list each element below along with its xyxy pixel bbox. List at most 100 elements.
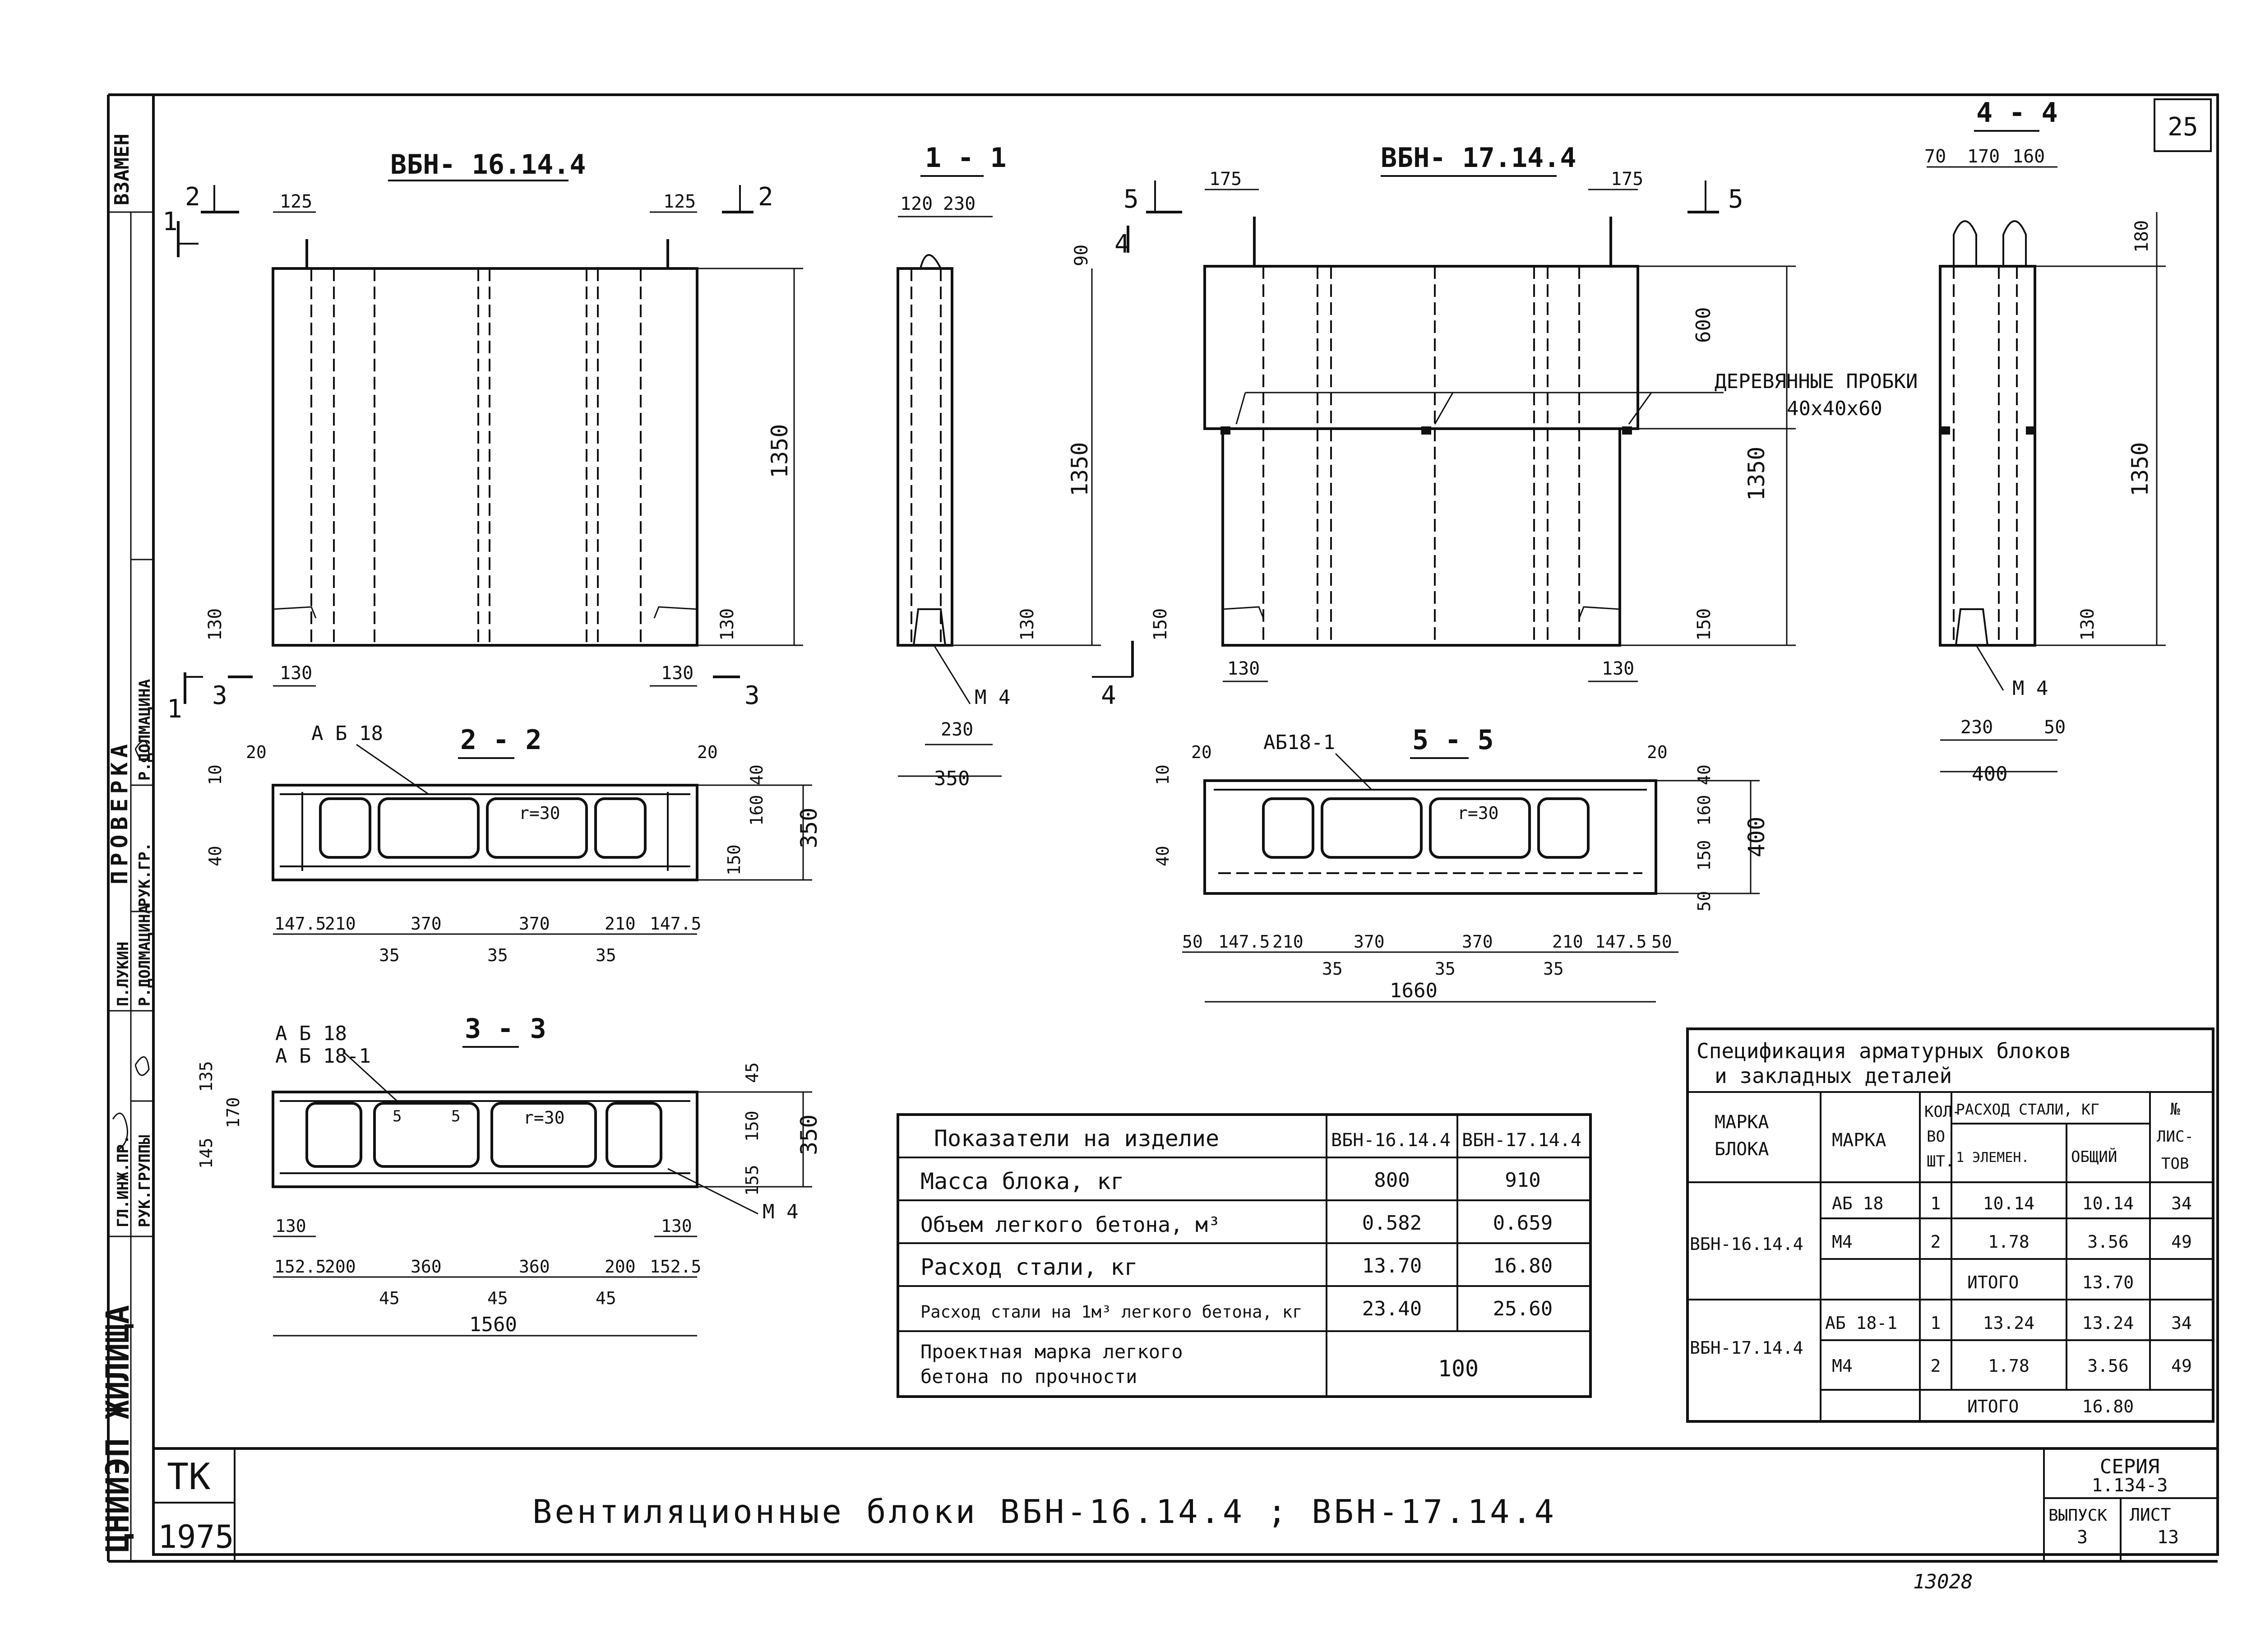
dim-text: 40	[1153, 846, 1173, 866]
vent-channel	[1262, 797, 1314, 859]
dim-text: 35	[379, 945, 400, 965]
dim-text: 370	[411, 914, 442, 934]
dim-text: 175	[1611, 169, 1643, 190]
dim-text: 40	[1694, 764, 1714, 785]
spec-block-name: ВБН-16.14.4	[1690, 1234, 1803, 1254]
dim-text: 200	[325, 1257, 356, 1277]
indicators-row-label: Расход стали, кг	[920, 1254, 1138, 1280]
spec-row-mark: М4	[1832, 1356, 1853, 1376]
dim-text: 125	[663, 191, 696, 212]
sheet-value: 13	[2157, 1527, 2179, 1548]
indicators-row-label: Масса блока, кг	[920, 1168, 1124, 1194]
dim-text: 150	[1694, 608, 1715, 641]
dim-text: 210	[1272, 932, 1304, 952]
dim-text: 360	[519, 1257, 550, 1277]
dim-text: 20	[1191, 742, 1212, 762]
dim-text: 130	[717, 608, 738, 641]
section-1-1: 1 - 1 120 230 90 1350 130 М 4 230 350	[897, 142, 1101, 790]
indicators-row-label: Объем легкого бетона, м³	[920, 1212, 1220, 1237]
section-outline	[897, 267, 953, 647]
dim-text: 35	[487, 945, 508, 965]
dim-text: 360	[411, 1257, 442, 1277]
sidebar-checked-label: ПРОВЕРКА	[106, 740, 133, 884]
dim-text: 130	[280, 663, 312, 684]
cut-mark-4: 4	[1101, 681, 1116, 710]
dim-text: 45	[596, 1288, 616, 1308]
spec-row-sheet: 34	[2171, 1313, 2192, 1333]
sidebar-org-label: ЦНИИЭП ЖИЛИЩА	[99, 1305, 136, 1552]
vent-channel	[606, 1102, 662, 1168]
sheet-number-box	[2154, 98, 2212, 152]
dim-text: 50	[1694, 891, 1714, 912]
dim-text: 350	[796, 808, 822, 848]
stamp-number: 13028	[1913, 1570, 1973, 1593]
vent-channel	[594, 797, 647, 859]
issue-label: ВЫПУСК	[2048, 1506, 2107, 1525]
dim-text: 120	[900, 194, 933, 214]
spec-row-qty: 1	[1931, 1194, 1941, 1213]
dim-text: 150	[724, 844, 744, 875]
dim-text: 45	[742, 1062, 762, 1083]
dim-text: 130	[1017, 608, 1038, 641]
vent-channel	[490, 1102, 597, 1168]
dim-text: 40	[205, 846, 225, 866]
dim-text: 147.5	[1595, 932, 1646, 952]
vent-channel	[373, 1102, 480, 1168]
dim-text: 230	[943, 194, 975, 214]
indicators-row-value: 0.659	[1493, 1212, 1553, 1235]
dim-text: 150	[1150, 608, 1171, 641]
cut-mark-5: 5	[1728, 185, 1743, 214]
dim-text: 125	[280, 191, 312, 212]
spec-table: Спецификация арматурных блоков и закладн…	[1686, 1027, 2214, 1423]
dim-text: 350	[796, 1115, 822, 1155]
dim-text: 50	[1651, 932, 1672, 952]
sidebar-role-1: ГЛ.ИНЖ.ПР.	[114, 1135, 132, 1227]
sheet-label: ЛИСТ	[2130, 1505, 2171, 1525]
dim-text: 170	[223, 1097, 243, 1128]
dim-text: 147.5	[1218, 932, 1270, 952]
label-ab18: А Б 18	[275, 1022, 347, 1045]
dim-text: 130	[661, 1216, 692, 1236]
sidebar-role-2: РУК.ГРУППЫ	[136, 1135, 154, 1227]
dim-text: 45	[487, 1288, 508, 1308]
dim-text: 150	[742, 1111, 762, 1142]
plug-note: ДЕРЕВЯННЫЕ ПРОБКИ	[1715, 370, 1918, 393]
section-5-5: 5 - 5 r=30 АБ18-1 20 20 10 40 40 160 150…	[1153, 724, 1770, 1003]
section-outline	[1203, 779, 1657, 895]
dim-text: 152.5	[274, 1257, 326, 1277]
spec-itogo-label: ИТОГО	[1967, 1397, 2019, 1416]
label-radius: r=30	[1457, 803, 1499, 823]
view-vbn-16: ВБН- 16.14.4 125 125 1350 130 130 130 13…	[162, 149, 803, 724]
table-frame	[897, 1113, 1592, 1398]
spec-header-total: ОБЩИЙ	[2071, 1148, 2117, 1166]
vent-channel	[1321, 797, 1423, 859]
dim-text: 1350	[2127, 442, 2153, 496]
section-title-3-3: 3 - 3	[465, 1013, 546, 1045]
indicators-grade-label: Проектная марка легкого	[920, 1341, 1183, 1363]
block-upper-outline	[1203, 265, 1639, 430]
indicators-row-value: 0.582	[1362, 1212, 1422, 1235]
vent-channel	[378, 797, 480, 859]
spec-itogo-label: ИТОГО	[1967, 1273, 2019, 1292]
spec-row-qty: 2	[1931, 1356, 1941, 1376]
block-lower-outline	[1221, 427, 1621, 647]
indicators-header-vbn17: ВБН-17.14.4	[1462, 1130, 1581, 1151]
dim-text: 10	[1153, 764, 1173, 785]
dim-text: 70	[1924, 146, 1946, 167]
dim-text: 20	[697, 742, 718, 762]
cut-mark-2: 2	[185, 182, 200, 212]
spec-title: Спецификация арматурных блоков	[1697, 1039, 2071, 1063]
dim-text: 370	[519, 914, 550, 934]
spec-row-mark: АБ 18-1	[1825, 1313, 1897, 1333]
indicators-row-value: 25.60	[1493, 1297, 1553, 1320]
dim-text: 160	[2012, 146, 2045, 167]
spec-header-block: БЛОКА	[1715, 1139, 1769, 1160]
plug-note-size: 40x40x60	[1787, 397, 1882, 420]
dim-text: 90	[1071, 245, 1092, 266]
dim-text: 175	[1209, 169, 1242, 190]
spec-header-sheets: ЛИС-	[2157, 1128, 2194, 1146]
dim-text: 1560	[469, 1313, 517, 1336]
dim-text: 130	[661, 663, 693, 684]
